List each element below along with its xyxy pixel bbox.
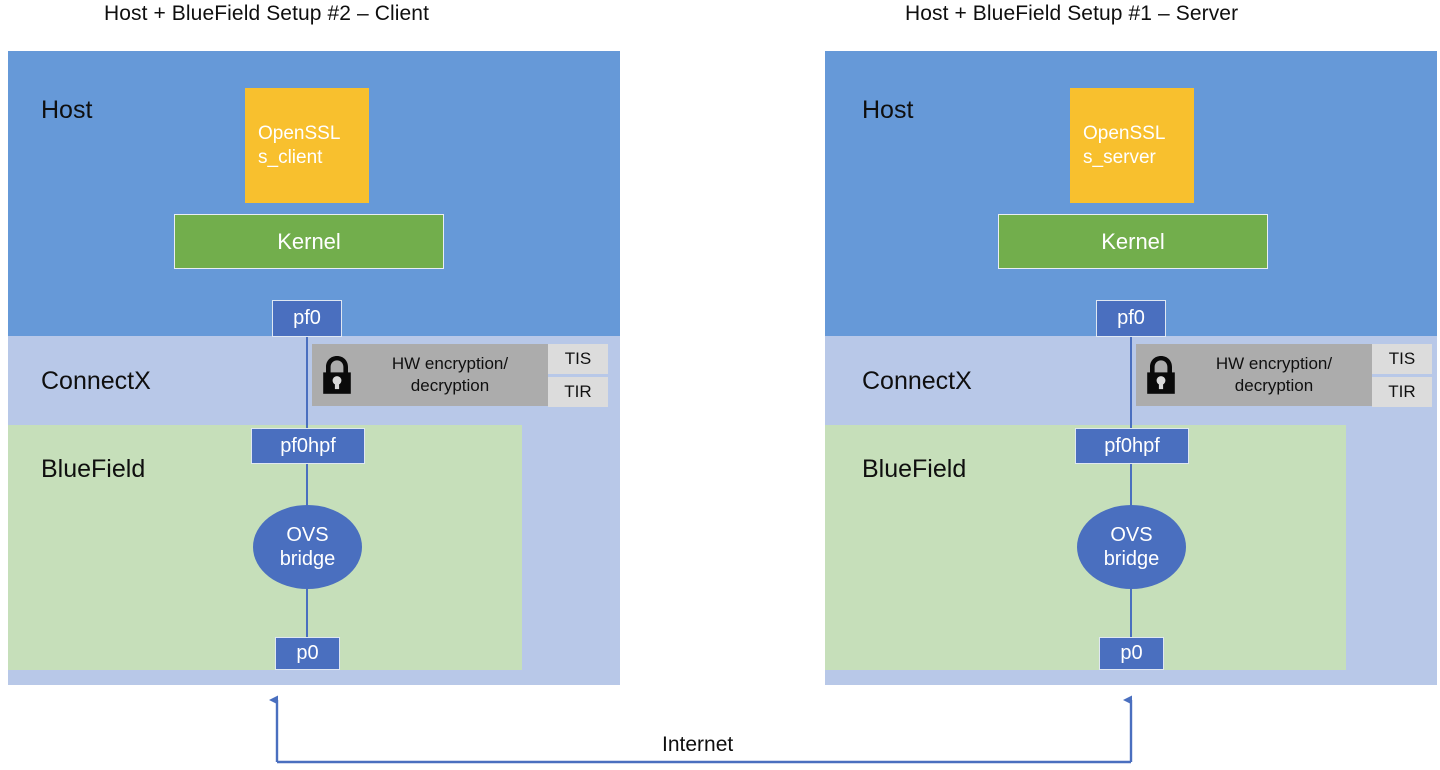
bluefield-label-server: BlueField	[862, 455, 967, 483]
openssl-line1-client: OpenSSL	[258, 123, 341, 145]
hw-encryption-text-server: HW encryption/ decryption	[1180, 353, 1372, 397]
panel-title-server: Host + BlueField Setup #1 – Server	[905, 2, 1239, 25]
port-pf0-label-client: pf0	[293, 307, 321, 329]
tir-label-server: TIR	[1388, 382, 1416, 401]
tis-box-server[interactable]: TIS	[1372, 344, 1432, 374]
connectx-label-client: ConnectX	[41, 367, 151, 395]
hw-encryption-line1-client: HW encryption/	[391, 354, 509, 374]
hw-encryption-line2-client: decryption	[410, 376, 490, 395]
port-p0-label-server: p0	[1120, 642, 1143, 664]
ovs-line1-server: OVS	[1110, 523, 1153, 546]
bluefield-label-client: BlueField	[41, 455, 146, 483]
openssl-line2-client: s_client	[258, 146, 323, 168]
tir-box-server[interactable]: TIR	[1372, 377, 1432, 407]
port-pf0hpf-label-server: pf0hpf	[1104, 434, 1160, 457]
ovs-line2-client: bridge	[279, 548, 336, 570]
port-pf0hpf-label-client: pf0hpf	[280, 434, 336, 457]
tis-label-client: TIS	[564, 349, 592, 368]
port-pf0hpf-client[interactable]: pf0hpf	[251, 428, 365, 464]
link-pf0-to-pf0hpf-client	[306, 320, 308, 438]
openssl-app-client[interactable]: OpenSSL s_client	[245, 88, 369, 203]
internet-label: Internet	[652, 733, 744, 757]
kernel-box-client[interactable]: Kernel	[174, 214, 444, 269]
hw-encryption-block-server[interactable]: HW encryption/ decryption	[1136, 344, 1372, 406]
hw-encryption-line1-server: HW encryption/	[1215, 354, 1333, 374]
host-label-server: Host	[862, 96, 914, 124]
hw-encryption-line2-server: decryption	[1234, 376, 1314, 395]
tir-box-client[interactable]: TIR	[548, 377, 608, 407]
port-pf0-label-server: pf0	[1117, 307, 1145, 329]
ovs-bridge-client[interactable]: OVS bridge	[253, 505, 362, 589]
link-ovs-to-p0-server	[1130, 572, 1132, 639]
port-p0-server[interactable]: p0	[1099, 637, 1164, 670]
connectx-label-server: ConnectX	[862, 367, 972, 395]
kernel-box-server[interactable]: Kernel	[998, 214, 1268, 269]
hw-encryption-block-client[interactable]: HW encryption/ decryption	[312, 344, 548, 406]
ovs-line2-server: bridge	[1103, 548, 1160, 570]
port-pf0hpf-server[interactable]: pf0hpf	[1075, 428, 1189, 464]
openssl-app-server[interactable]: OpenSSL s_server	[1070, 88, 1194, 203]
link-pf0hpf-to-ovs-server	[1130, 458, 1132, 526]
lock-icon	[1142, 353, 1180, 397]
ovs-line1-client: OVS	[286, 523, 329, 546]
host-label-client: Host	[41, 96, 93, 124]
port-p0-client[interactable]: p0	[275, 637, 340, 670]
port-pf0-server[interactable]: pf0	[1096, 300, 1166, 337]
tis-box-client[interactable]: TIS	[548, 344, 608, 374]
lock-icon	[318, 353, 356, 397]
panel-title-client: Host + BlueField Setup #2 – Client	[104, 2, 430, 25]
link-pf0hpf-to-ovs-client	[306, 458, 308, 526]
kernel-label-server: Kernel	[1101, 228, 1165, 254]
link-pf0-to-pf0hpf-server	[1130, 320, 1132, 438]
link-ovs-to-p0-client	[306, 572, 308, 639]
tis-label-server: TIS	[1388, 349, 1416, 368]
hw-encryption-text-client: HW encryption/ decryption	[356, 353, 548, 397]
kernel-label-client: Kernel	[277, 228, 341, 254]
ovs-bridge-server[interactable]: OVS bridge	[1077, 505, 1186, 589]
openssl-line1-server: OpenSSL	[1083, 123, 1166, 145]
port-pf0-client[interactable]: pf0	[272, 300, 342, 337]
openssl-line2-server: s_server	[1083, 146, 1156, 168]
tir-label-client: TIR	[564, 382, 592, 401]
port-p0-label-client: p0	[296, 642, 319, 664]
